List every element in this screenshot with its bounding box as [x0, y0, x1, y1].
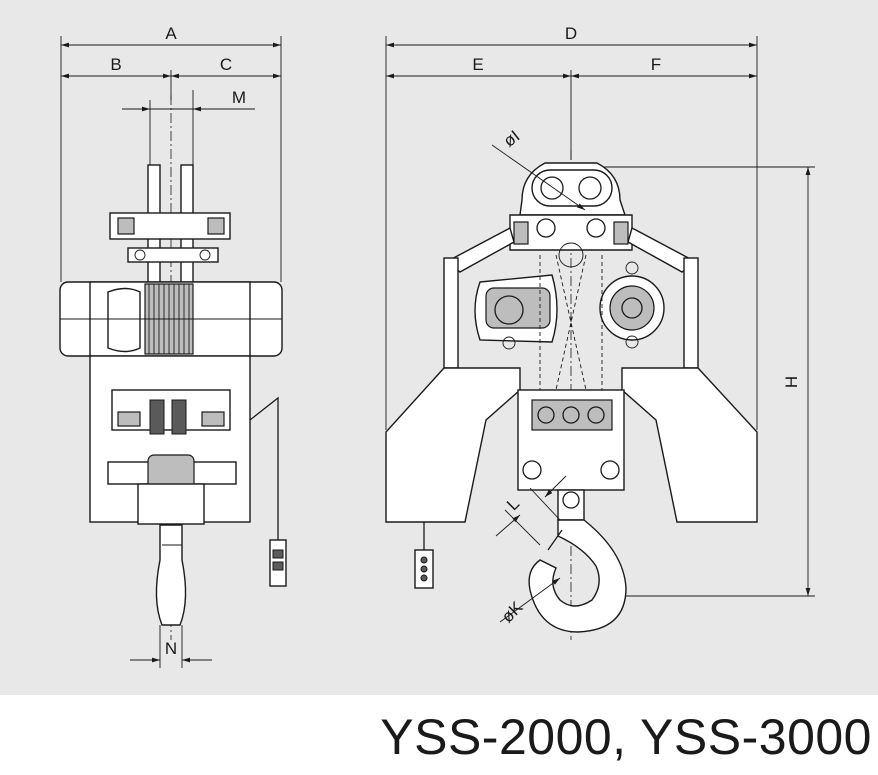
dim-label-b: B	[110, 55, 121, 74]
dim-label-a: A	[165, 24, 177, 43]
dim-label-c: C	[220, 55, 232, 74]
hoist-dimension-drawing: A B C M N D E F H øI øK L	[59, 24, 815, 668]
dim-label-n: N	[165, 639, 177, 658]
dim-label-e: E	[472, 55, 483, 74]
dim-label-h: H	[782, 376, 801, 388]
dim-label-i: øI	[500, 127, 524, 151]
front-view	[385, 36, 815, 640]
model-title: YSS-2000, YSS-3000	[380, 709, 872, 765]
dim-label-m: M	[232, 88, 246, 107]
dim-label-k: øK	[498, 597, 527, 626]
dim-label-f: F	[651, 55, 661, 74]
dim-label-d: D	[565, 24, 577, 43]
drawing-panel: A B C M N D E F H øI øK L	[0, 0, 878, 695]
side-view	[59, 36, 287, 668]
